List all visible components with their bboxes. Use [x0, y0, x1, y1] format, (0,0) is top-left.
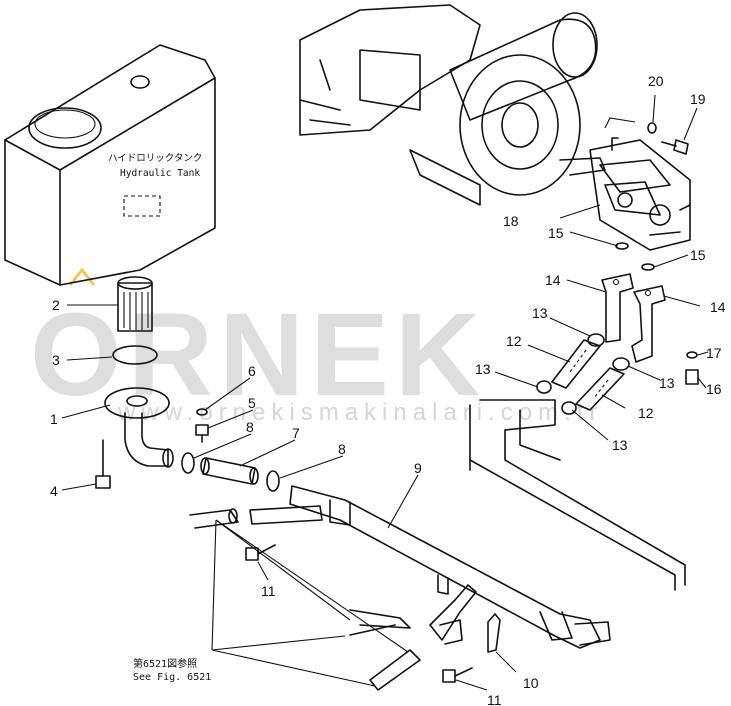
callout-17: 17 [706, 345, 722, 361]
callout-8-right: 8 [338, 441, 346, 457]
o-ring [112, 345, 158, 365]
watermark-subtext: www.ornekismakinalari.com.tr [117, 399, 603, 426]
flange-elbow [104, 387, 174, 468]
flange-14-left [601, 273, 634, 343]
o-ring-15-right [641, 263, 655, 271]
washer-17 [686, 351, 698, 359]
bolt-11-lower [442, 667, 473, 683]
callouts: 2 3 1 4 6 5 8 7 8 9 10 11 11 12 12 13 13… [50, 73, 726, 706]
clamp-13-c [536, 380, 552, 394]
callout-20: 20 [648, 73, 664, 89]
callout-13-d: 13 [612, 437, 628, 453]
callout-10: 10 [523, 675, 539, 691]
clamp-13-a [587, 333, 605, 347]
leader-lines [61, 94, 709, 691]
callout-8-left: 8 [246, 419, 254, 435]
hose-7 [200, 457, 259, 485]
hose-12-right [575, 367, 625, 411]
hose-clamp-8-right [266, 470, 280, 492]
callout-14-left: 14 [545, 272, 561, 288]
strainer [117, 276, 153, 332]
callout-14-right: 14 [710, 299, 726, 315]
suction-tube [289, 485, 611, 649]
clip-10 [487, 613, 501, 653]
engine [299, 4, 606, 206]
bolt-4 [95, 439, 111, 489]
tank-label-en: Hydraulic Tank [120, 168, 200, 179]
callout-13-a: 13 [532, 305, 548, 321]
return-pipes [469, 399, 686, 591]
hydraulic-pump [589, 137, 691, 251]
plug-5 [195, 424, 209, 443]
callout-5: 5 [248, 395, 256, 411]
see-fig-note-jp: 第6521図参照 [133, 657, 197, 670]
callout-12-left: 12 [506, 333, 522, 349]
tank-label-jp: ハイドロリックタンク [108, 153, 202, 164]
callout-1: 1 [50, 411, 58, 427]
hydraulic-tank [4, 44, 216, 286]
hose-12-left [551, 339, 601, 389]
see-fig-note-en: See Fig. 6521 [133, 672, 211, 683]
callout-6: 6 [248, 363, 256, 379]
callout-4: 4 [50, 483, 58, 499]
plug-16 [685, 369, 699, 385]
callout-15-right: 15 [690, 247, 706, 263]
callout-11-upper: 11 [261, 583, 276, 599]
callout-3: 3 [52, 352, 60, 368]
callout-13-b: 13 [475, 361, 491, 377]
lower-hoses [189, 505, 477, 691]
callout-16: 16 [706, 381, 722, 397]
o-ring-15-left [615, 242, 629, 250]
callout-7: 7 [292, 425, 300, 441]
callout-15-left: 15 [548, 225, 564, 241]
callout-2: 2 [52, 297, 60, 313]
callout-19: 19 [690, 91, 706, 107]
washer-20 [647, 122, 657, 134]
callout-9: 9 [414, 460, 422, 476]
callout-13-c: 13 [659, 375, 675, 391]
washer-6 [196, 408, 208, 416]
flange-14-right [631, 285, 666, 363]
callout-18: 18 [503, 213, 519, 229]
callout-11-lower: 11 [487, 692, 502, 706]
hose-clamp-8-left [181, 452, 195, 474]
watermark-text: ORNEK [30, 289, 486, 421]
bolt-19 [661, 139, 689, 155]
clamp-13-b [612, 357, 630, 371]
clamp-13-d [561, 401, 577, 415]
callout-12-right: 12 [638, 405, 654, 421]
